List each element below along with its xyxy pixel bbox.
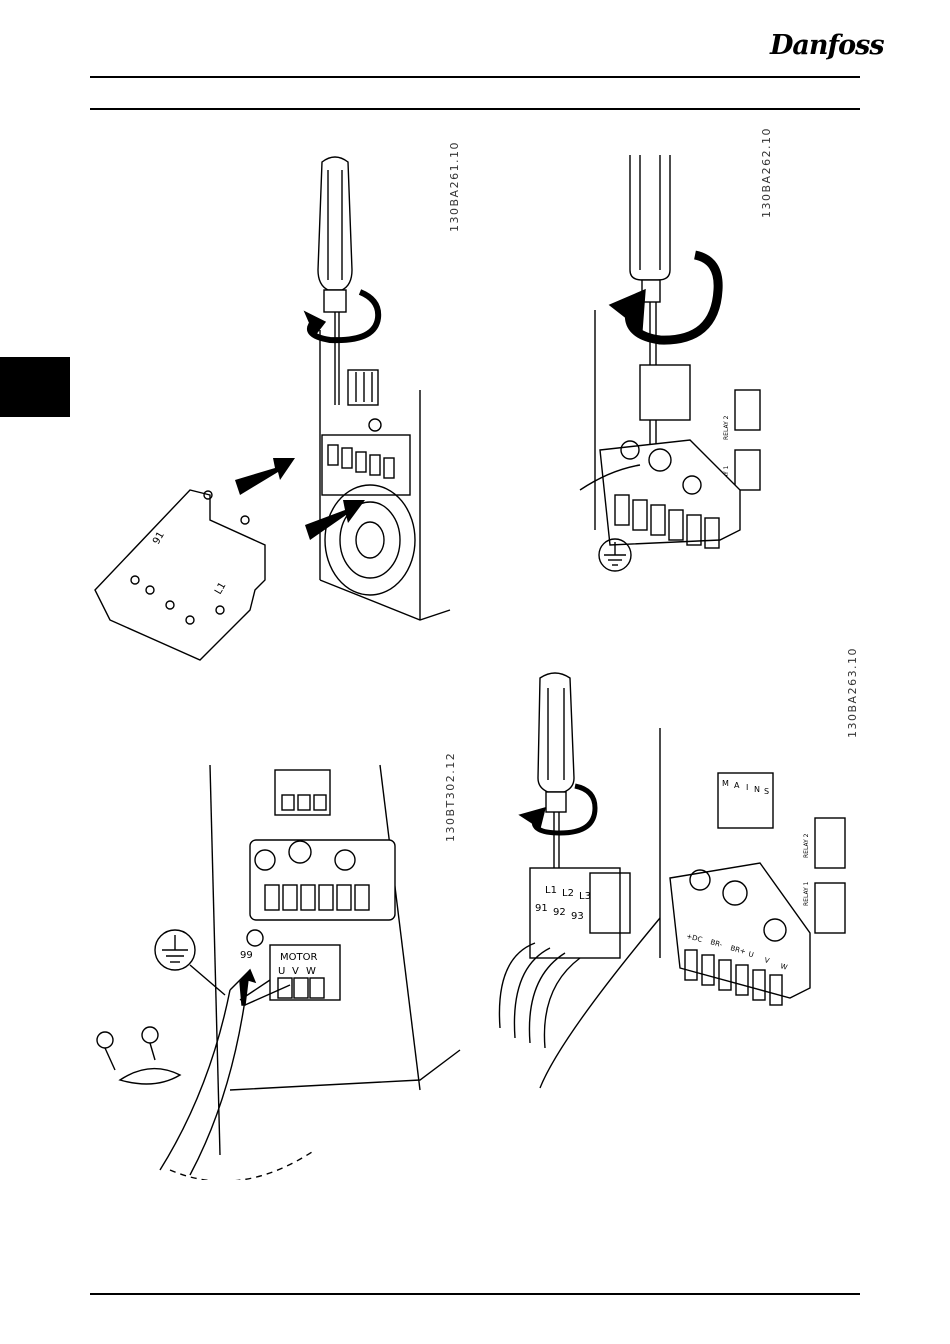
- header-rule-bottom: [90, 108, 860, 110]
- chapter-tab: [0, 357, 70, 417]
- label-w: W: [306, 966, 316, 977]
- label-m: M: [722, 779, 729, 788]
- figure-code-1: 130BA261.10: [448, 141, 461, 232]
- footer-rule: [90, 1293, 860, 1295]
- label-relay-2b: RELAY 2: [803, 833, 810, 858]
- plug-l1: L1: [545, 885, 557, 896]
- label-u: U: [278, 966, 285, 977]
- label-motor: MOTOR: [280, 952, 317, 963]
- label-a: A: [734, 781, 740, 790]
- figure-code-3: 130BT302.12: [444, 752, 457, 842]
- figure-code-2: 130BA262.10: [760, 127, 773, 218]
- label-relay-2: RELAY 2: [723, 415, 730, 440]
- label-n: N: [754, 785, 760, 794]
- label-s: S: [764, 787, 769, 796]
- plug-92: 92: [553, 907, 566, 918]
- plug-91: 91: [535, 903, 548, 914]
- figure-earth-connection: RELAY 2 RELAY 1: [570, 150, 810, 590]
- plug-93: 93: [571, 911, 584, 922]
- label-99: 99: [240, 950, 253, 961]
- figure-mounting-plate: 91 L1: [90, 150, 470, 670]
- figure-mains-connection: L1 L2 L3 91 92 93 M A I N S RELAY 2 RELA…: [490, 668, 860, 1098]
- danfoss-logo: Danfoss: [770, 30, 884, 61]
- plug-l3: L3: [579, 891, 591, 902]
- plug-l2: L2: [562, 888, 574, 899]
- label-i: I: [746, 783, 748, 792]
- figure-code-4: 130BA263.10: [846, 647, 859, 738]
- label-v: V: [292, 966, 299, 977]
- label-relay-1b: RELAY 1: [803, 881, 810, 906]
- figure-motor-connection: 99 MOTOR U V W: [80, 760, 470, 1180]
- header-rule-top: [90, 76, 860, 78]
